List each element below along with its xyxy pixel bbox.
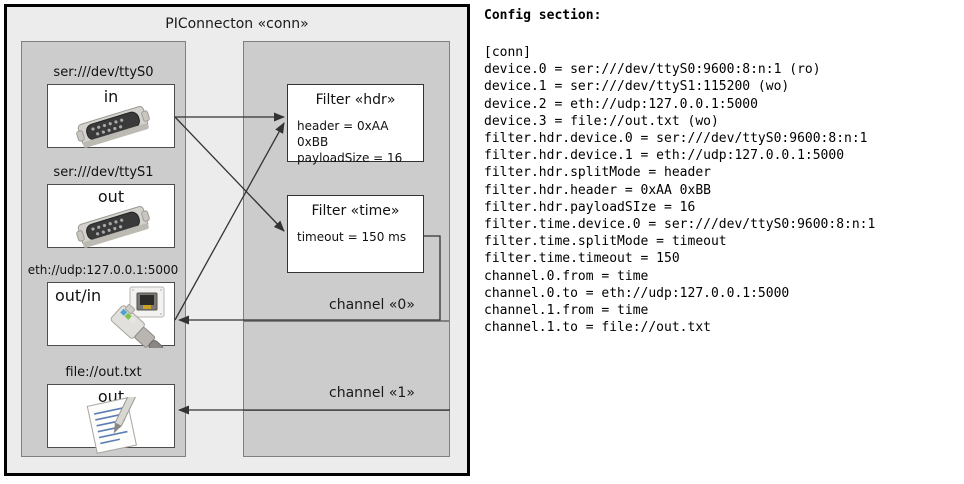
device-1-label: ser:///dev/ttyS1 — [53, 165, 154, 180]
channel-1-label: channel «1» — [329, 385, 415, 401]
edge-eth-to-filter-hdr — [174, 122, 285, 321]
text-file-icon — [86, 397, 138, 454]
filter-hdr-attr-header: header = 0xAA 0xBB — [297, 119, 389, 149]
edge-channel-0 — [178, 235, 441, 325]
filter-hdr-title: Filter «hdr» — [315, 92, 396, 108]
config-section: Config section: [conn] device.0 = ser://… — [482, 0, 964, 484]
device-1-direction: out — [97, 187, 125, 206]
serial-port-icon — [76, 206, 150, 248]
filter-hdr-box[interactable]: Filter «hdr» header = 0xAA 0xBB payloadS… — [287, 84, 424, 165]
config-text: [conn] device.0 = ser:///dev/ttyS0:9600:… — [484, 45, 876, 336]
device-0-box[interactable]: in — [47, 84, 175, 148]
device-2-direction: out/in — [55, 286, 102, 305]
device-0-label: ser:///dev/ttyS0 — [53, 65, 154, 80]
device-0-direction: in — [103, 87, 119, 106]
device-3-label: file://out.txt — [65, 365, 142, 380]
diagram-title: PIConnecton «conn» — [165, 16, 309, 32]
device-2-label: eth://udp:127.0.0.1:5000 — [27, 263, 179, 277]
filter-hdr-attr-payloadsize: payloadSize = 16 — [297, 151, 403, 165]
config-title: Config section: — [484, 8, 602, 23]
filter-time-attr-timeout: timeout = 150 ms — [297, 230, 407, 244]
device-3-box[interactable]: out — [47, 384, 175, 454]
serial-port-icon — [76, 106, 150, 148]
device-2-box[interactable]: out/in — [47, 282, 175, 348]
connector-diagram: PIConnecton «conn» filters ser:///dev/tt… — [4, 4, 470, 476]
edge-ttys0-to-filter-time — [174, 116, 285, 232]
filter-time-title: Filter «time» — [311, 203, 400, 219]
filter-time-box[interactable]: Filter «time» timeout = 150 ms — [287, 195, 424, 273]
device-1-box[interactable]: out — [47, 184, 175, 248]
channel-0-label: channel «0» — [329, 297, 415, 313]
diagram-edges — [174, 112, 450, 415]
filter-hdr-attrs: header = 0xAA 0xBB payloadSize = 16 — [297, 118, 423, 166]
ethernet-plug-icon — [110, 286, 165, 348]
filter-time-attrs: timeout = 150 ms — [297, 229, 406, 245]
